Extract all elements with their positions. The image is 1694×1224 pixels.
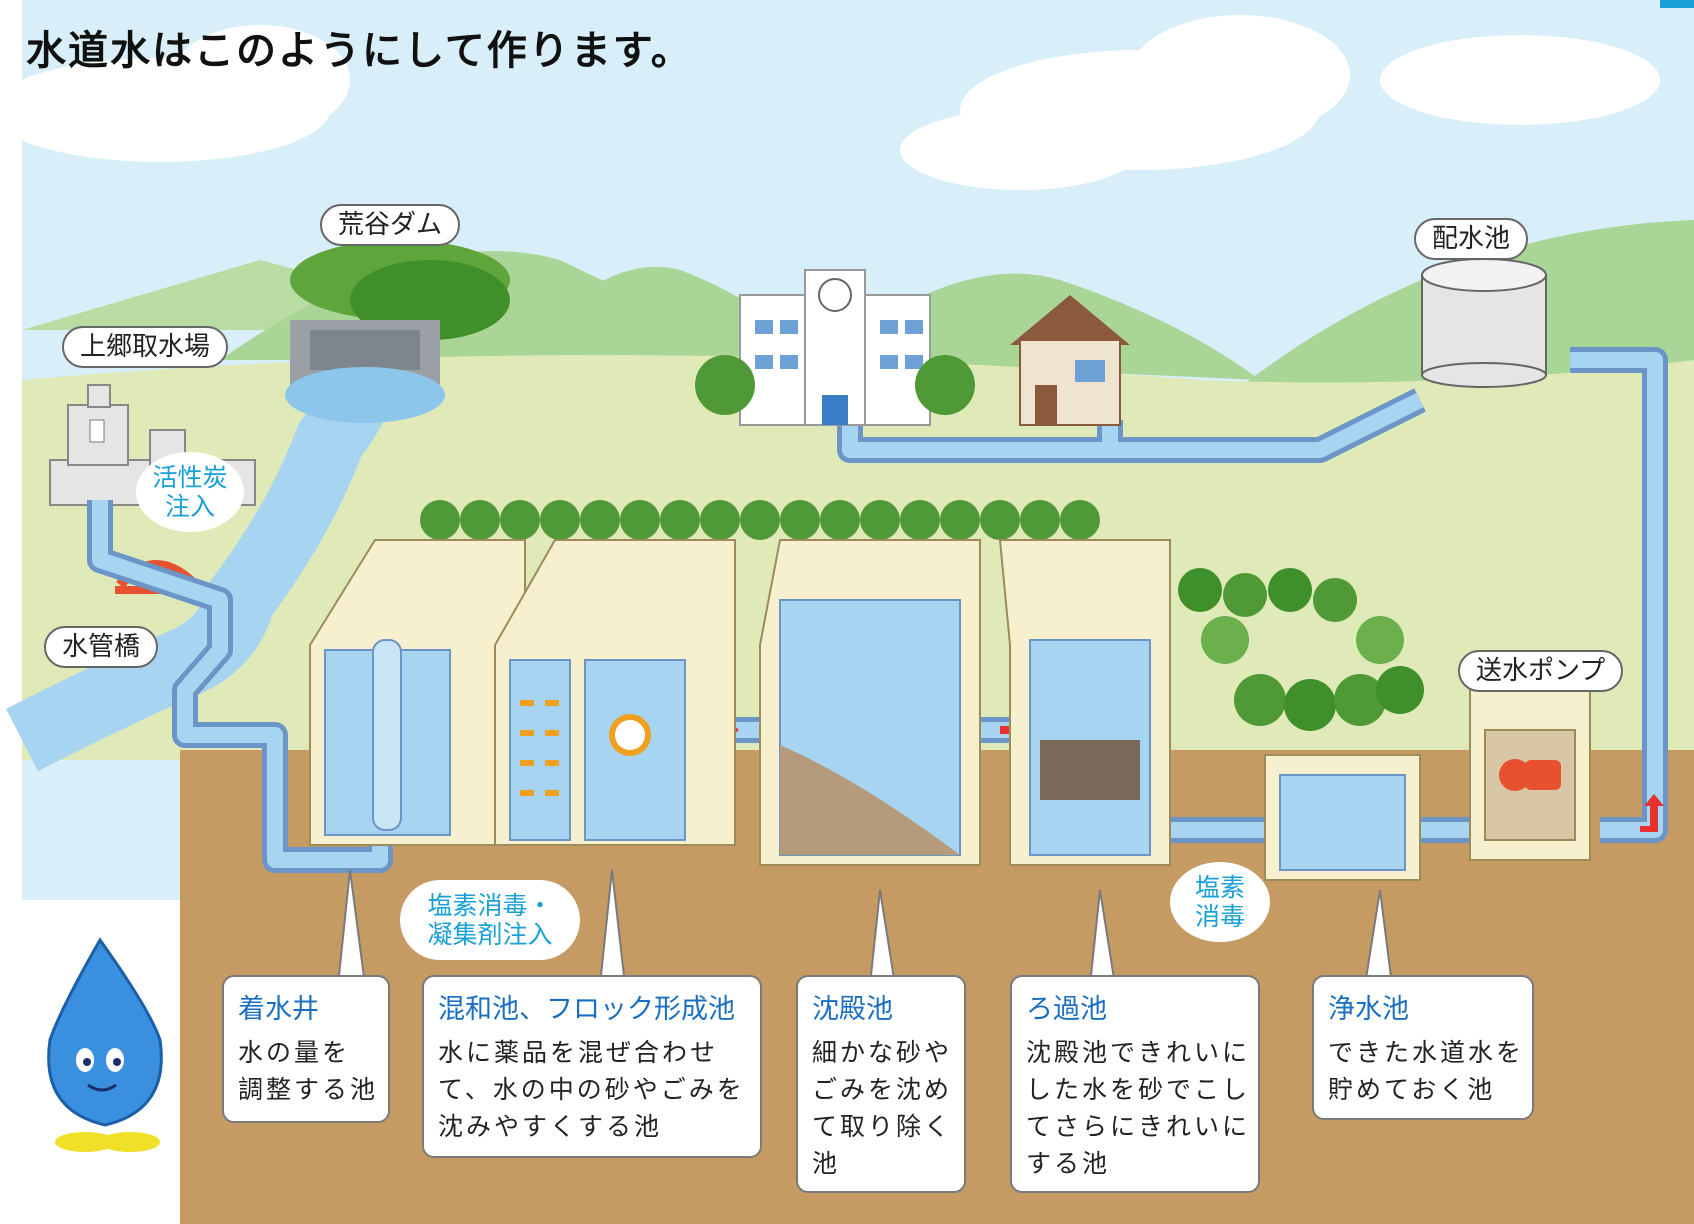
stage-desc: 細かな砂や ごみを沈め て取り除く 池	[812, 1038, 953, 1178]
tree-row	[420, 500, 1100, 540]
stage-desc: できた水道水を 貯めておく池	[1328, 1038, 1525, 1104]
water-drop-mascot-icon	[47, 937, 163, 1152]
stage-title: 浄水池	[1328, 994, 1409, 1025]
clouds	[0, 15, 1660, 190]
page-title: 水道水はこのようにして作ります。	[26, 28, 693, 74]
tanks	[309, 539, 1591, 881]
tag-arakawa-dam: 荒谷ダム	[320, 204, 461, 246]
stage-desc: 沈殿池できれいに した水を砂でこし てさらにきれいに する池	[1026, 1038, 1251, 1178]
chlorine-coagulant-note: 塩素消毒・ 凝集剤注入	[400, 880, 580, 960]
stage-title: 混和池、フロック形成池	[438, 994, 735, 1025]
stage-card-sedimentation: 沈殿池 細かな砂や ごみを沈め て取り除く 池	[796, 975, 966, 1193]
stage-title: ろ過池	[1026, 994, 1107, 1025]
callout-pointers	[337, 869, 1393, 986]
stage-desc: 水の量を 調整する池	[238, 1038, 379, 1104]
stage-desc: 水に薬品を混ぜ合わせ て、水の中の砂やごみを 沈みやすくする池	[438, 1038, 745, 1141]
stage-card-receiving-well: 着水井 水の量を 調整する池	[222, 975, 390, 1123]
chlorine-note: 塩素 消毒	[1170, 862, 1270, 942]
stage-title: 沈殿池	[812, 994, 893, 1025]
reservoir-tank-icon	[1421, 258, 1547, 388]
tree-cluster	[1178, 568, 1424, 731]
carbon-injection-note: 活性炭 注入	[136, 452, 244, 532]
tag-reservoir: 配水池	[1414, 218, 1529, 260]
tag-intake: 上郷取水場	[62, 326, 229, 368]
tag-bridge: 水管橋	[44, 626, 159, 668]
corner-mark	[1660, 0, 1694, 8]
stage-card-filtration: ろ過池 沈殿池できれいに した水を砂でこし てさらにきれいに する池	[1010, 975, 1260, 1193]
building-icon	[695, 269, 975, 426]
dam-icon	[285, 240, 510, 423]
stage-card-mixing: 混和池、フロック形成池 水に薬品を混ぜ合わせ て、水の中の砂やごみを 沈みやすく…	[422, 975, 762, 1158]
tag-pump: 送水ポンプ	[1458, 650, 1624, 692]
stage-title: 着水井	[238, 994, 319, 1025]
stage-card-clear-water: 浄水池 できた水道水を 貯めておく池	[1312, 975, 1534, 1120]
house-icon	[1010, 295, 1130, 426]
pump-icon	[1499, 759, 1561, 791]
